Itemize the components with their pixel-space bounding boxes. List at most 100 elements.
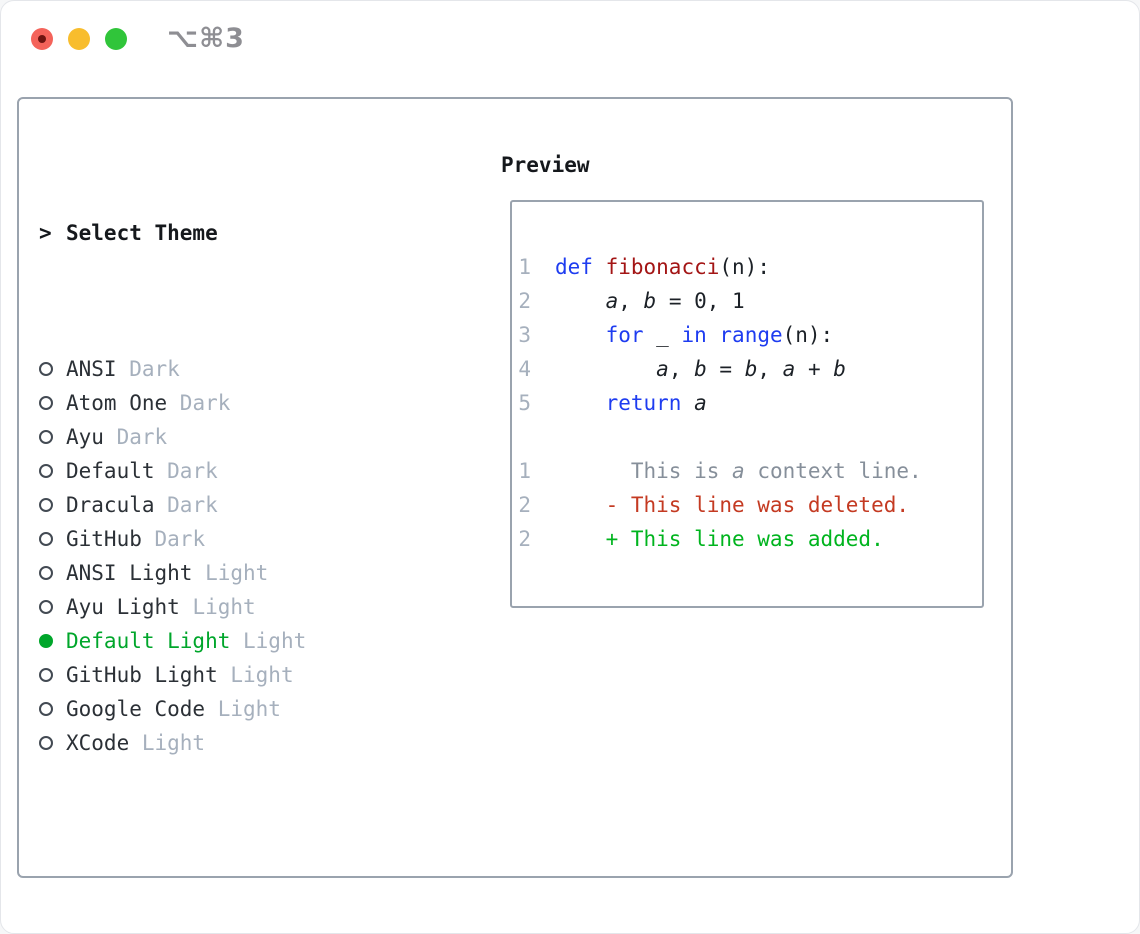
preview-line: 1 This is a context line. <box>517 454 982 488</box>
radio-circle <box>39 668 53 682</box>
radio-icon <box>39 600 66 614</box>
theme-name: Dracula <box>66 493 168 517</box>
radio-icon <box>39 430 66 444</box>
select-theme-heading-row: > Select Theme <box>39 216 393 250</box>
radio-icon <box>39 498 66 512</box>
radio-circle <box>39 396 53 410</box>
preview-line: 5 return a <box>517 386 982 420</box>
radio-icon <box>39 668 66 682</box>
theme-name: ANSI Light <box>66 561 206 585</box>
code-segment: - This line was deleted. <box>555 493 910 517</box>
theme-name: Default Light <box>66 629 244 653</box>
code-segment: b <box>694 357 707 381</box>
code-segment: a <box>694 391 707 415</box>
code-segment: b <box>833 357 846 381</box>
theme-variant: Light <box>230 663 294 687</box>
close-button[interactable] <box>31 28 53 50</box>
theme-option[interactable]: Default Dark <box>39 454 393 488</box>
theme-option[interactable]: ANSI Dark <box>39 352 393 386</box>
theme-variant: Dark <box>154 527 206 551</box>
code-segment: in <box>681 323 707 347</box>
minimize-button[interactable] <box>68 28 90 50</box>
theme-variant: Dark <box>129 357 180 381</box>
line-number: 1 <box>518 255 531 279</box>
zoom-button[interactable] <box>105 28 127 50</box>
code-segment: b <box>744 357 758 381</box>
radio-circle <box>39 430 53 444</box>
theme-name: Google Code <box>66 697 218 721</box>
code-segment: , <box>757 357 783 381</box>
theme-option[interactable]: Ayu Light Light <box>39 590 393 624</box>
radio-icon <box>39 566 66 580</box>
radio-icon <box>39 702 66 716</box>
theme-variant: Dark <box>179 391 231 415</box>
theme-option[interactable]: XCode Light <box>39 726 393 760</box>
theme-name: GitHub <box>66 527 155 551</box>
radio-icon <box>39 464 66 478</box>
preview-line: 2 a, b = 0, 1 <box>517 284 982 318</box>
code-segment: for <box>605 323 644 347</box>
theme-option[interactable]: Default Light Light <box>39 624 393 658</box>
preview-line: 2 + This line was added. <box>517 522 982 556</box>
theme-variant: Dark <box>167 459 218 483</box>
radio-circle <box>39 702 53 716</box>
theme-option[interactable]: Dracula Dark <box>39 488 393 522</box>
theme-name: GitHub Light <box>66 663 231 687</box>
line-number <box>517 420 531 454</box>
preview-line: 2 - This line was deleted. <box>517 488 982 522</box>
code-segment: _ <box>643 323 682 347</box>
cursor-indicator: > <box>39 221 52 245</box>
code-segment: = <box>706 357 745 381</box>
code-segment: a <box>605 289 619 313</box>
line-number: 1 <box>518 459 531 483</box>
code-segment: + This line was added. <box>555 527 884 551</box>
radio-circle <box>39 532 53 546</box>
code-segment: = 0, 1 <box>656 289 745 313</box>
line-number: 2 <box>518 493 531 517</box>
theme-variant: Dark <box>167 493 218 517</box>
code-segment: This is <box>555 459 733 483</box>
line-number: 4 <box>518 357 531 381</box>
code-segment: a <box>732 459 745 483</box>
theme-option[interactable]: GitHub Light Light <box>39 658 393 692</box>
theme-name: Default <box>66 459 168 483</box>
titlebar: ⌥⌘3 <box>1 1 1139 77</box>
code-segment: (n): <box>719 255 770 279</box>
code-segment <box>555 386 606 420</box>
code-segment: a <box>782 357 796 381</box>
code-segment <box>593 250 606 284</box>
theme-option[interactable]: ANSI Light Light <box>39 556 393 590</box>
radio-selected-icon <box>39 634 66 648</box>
radio-circle <box>39 362 53 376</box>
theme-option[interactable]: GitHub Dark <box>39 522 393 556</box>
theme-option[interactable]: Google Code Light <box>39 692 393 726</box>
code-segment: , <box>668 357 695 381</box>
code-segment: b <box>643 289 657 313</box>
line-number: 2 <box>518 527 531 551</box>
radio-circle <box>39 464 53 478</box>
theme-option[interactable]: Atom One Dark <box>39 386 393 420</box>
code-segment: def <box>555 255 593 279</box>
theme-variant: Light <box>192 595 256 619</box>
theme-name: Ayu <box>66 425 117 449</box>
line-number: 5 <box>518 391 531 415</box>
radio-icon <box>39 736 66 750</box>
code-segment <box>681 386 694 420</box>
radio-icon <box>39 532 66 546</box>
preview-line: 3 for _ in range(n): <box>517 318 982 352</box>
theme-variant: Light <box>141 731 206 755</box>
theme-variant: Light <box>243 629 307 653</box>
preview-line: 4 a, b = b, a + b <box>517 352 982 386</box>
code-segment: fibonacci <box>605 255 720 279</box>
theme-option[interactable]: Ayu Dark <box>39 420 393 454</box>
code-segment <box>555 352 656 386</box>
theme-variant: Dark <box>116 425 168 449</box>
code-segment <box>555 318 606 352</box>
theme-name: Atom One <box>66 391 180 415</box>
radio-circle <box>39 736 53 750</box>
select-theme-heading: Select Theme <box>66 221 218 245</box>
preview-line <box>517 420 982 454</box>
